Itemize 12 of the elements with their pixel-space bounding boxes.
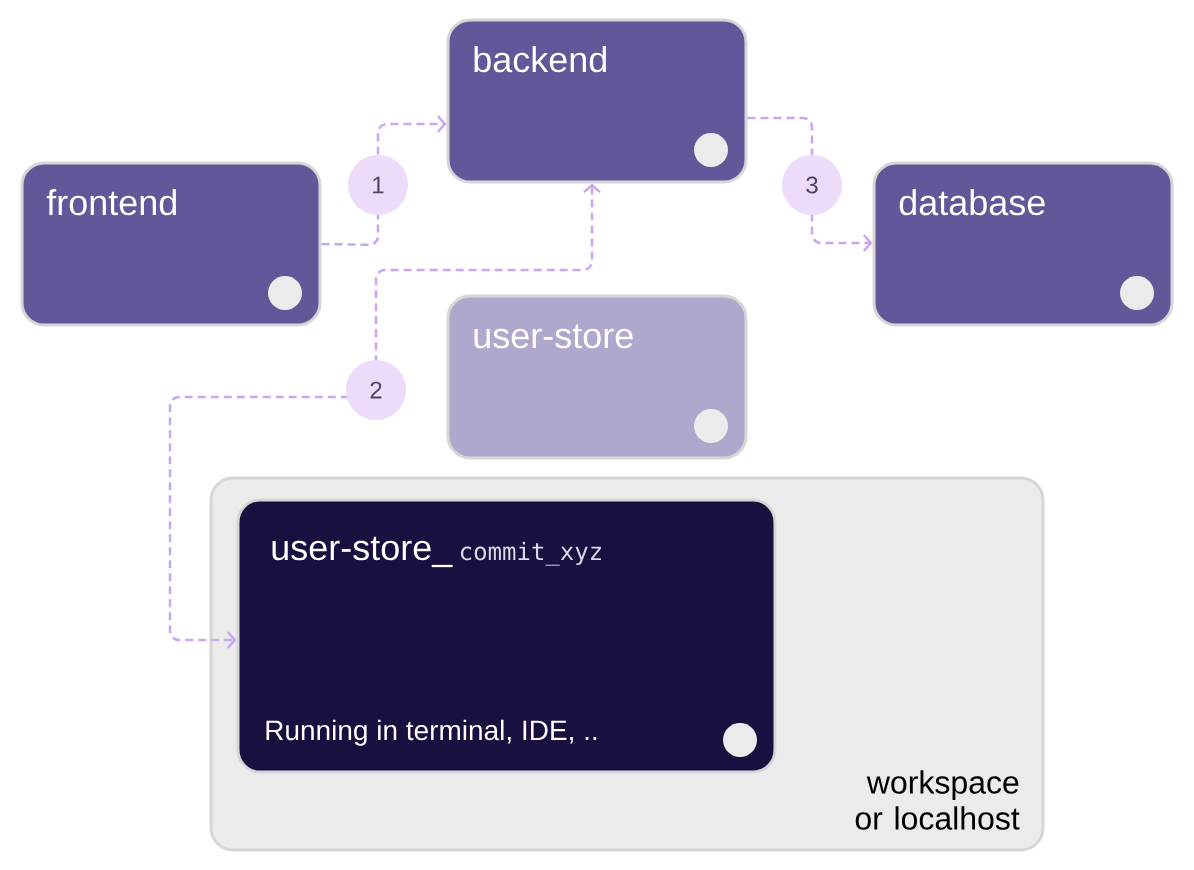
box-caption: Running in terminal, IDE, .. — [266, 719, 597, 746]
box-title: frontend — [46, 188, 176, 216]
box-title: user-store_ — [272, 536, 453, 568]
box-title: database — [899, 188, 1045, 216]
edge-label: 1 — [348, 155, 408, 215]
edge-label: 3 — [782, 155, 842, 215]
box-title: backend — [474, 45, 606, 73]
commit-label: commit_xyz — [460, 541, 601, 566]
box-title: user-store — [474, 324, 633, 349]
panel-label: workspace or localhost — [855, 770, 1020, 830]
edge-label: 2 — [346, 360, 406, 420]
connector-arrow — [168, 183, 601, 649]
